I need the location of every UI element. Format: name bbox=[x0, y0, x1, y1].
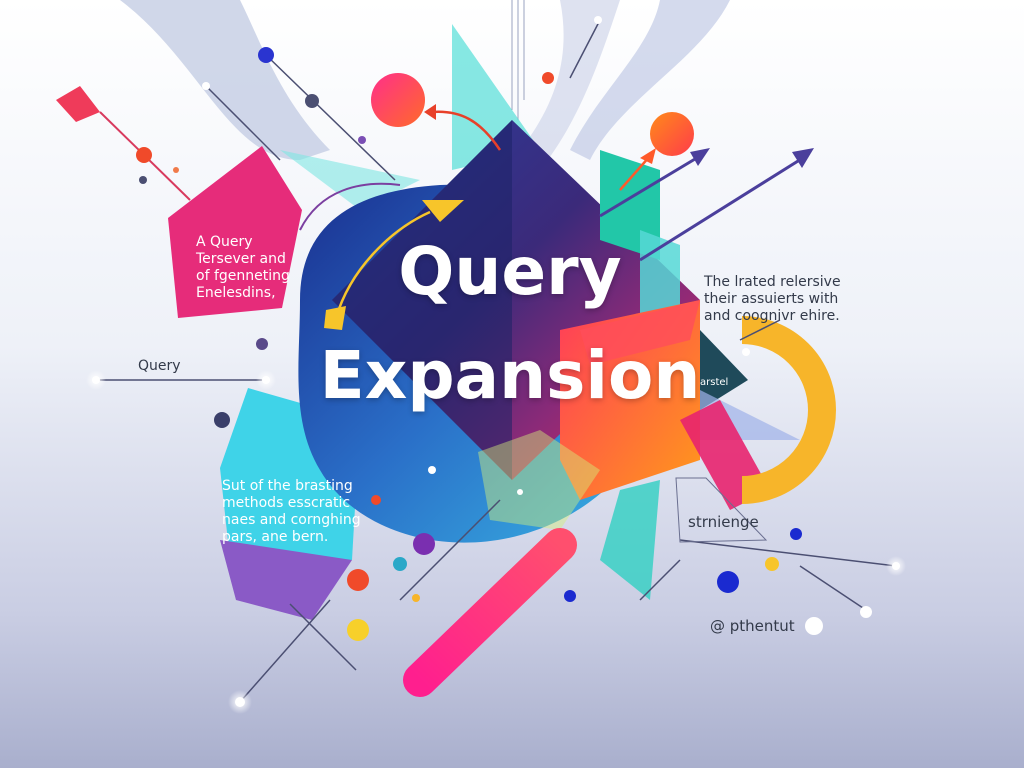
background-swoosh bbox=[570, 0, 730, 160]
background-swoosh bbox=[520, 0, 620, 170]
cyan-box-line: pars, ane bern. bbox=[222, 529, 329, 545]
yellow-ring-icon bbox=[741, 316, 836, 504]
teal-shard bbox=[600, 480, 660, 600]
right-text-line: their assuierts with bbox=[704, 291, 839, 307]
pink-box-line: Tersever and bbox=[196, 251, 286, 267]
title-line-2: Expansion bbox=[319, 337, 701, 414]
small-box-label: arstel bbox=[700, 377, 729, 388]
lime-cube bbox=[478, 430, 600, 530]
right-text-line: and coognivr ehire. bbox=[704, 308, 840, 324]
pink-capsule bbox=[403, 528, 577, 697]
arrow-icon bbox=[299, 104, 814, 330]
decor-dots bbox=[136, 47, 802, 641]
background-swoosh bbox=[120, 0, 330, 160]
cyan-box-line: naes and cornghing bbox=[222, 512, 361, 528]
pink-box-line: A Query bbox=[196, 234, 253, 250]
cube-top bbox=[580, 300, 700, 365]
cyan-box-line: methods esscratic bbox=[222, 495, 351, 511]
red-kite bbox=[56, 86, 100, 122]
purple-shape bbox=[220, 540, 352, 620]
vertical-lines bbox=[511, 0, 525, 120]
outline-box bbox=[675, 477, 768, 543]
pink-pentagon bbox=[168, 146, 302, 318]
cyan-box-line: Sut of the brasting bbox=[222, 478, 353, 494]
dark-triangle bbox=[700, 330, 748, 410]
pink-box-text: A Query Tersever and of fgenneting Enele… bbox=[196, 234, 290, 302]
pink-box-line: Enelesdins, bbox=[196, 285, 276, 301]
connector-lines bbox=[96, 19, 897, 703]
right-text-line: The lrated relersive bbox=[704, 274, 841, 290]
pink-box-line: of fgenneting bbox=[196, 268, 290, 284]
query-label: Query bbox=[138, 358, 181, 374]
strnienge-label: strnienge bbox=[688, 513, 759, 531]
magenta-ball bbox=[371, 73, 425, 127]
orange-ball bbox=[650, 112, 694, 156]
cyan-box-text: Sut of the brasting methods esscratic na… bbox=[222, 478, 361, 546]
title-line-1: Query bbox=[398, 233, 622, 310]
glow-dots bbox=[86, 16, 906, 714]
diamond-left-face bbox=[332, 120, 512, 480]
footer-label: @ pthentut bbox=[710, 617, 795, 635]
right-text-block: The lrated relersive their assuierts wit… bbox=[704, 274, 841, 325]
